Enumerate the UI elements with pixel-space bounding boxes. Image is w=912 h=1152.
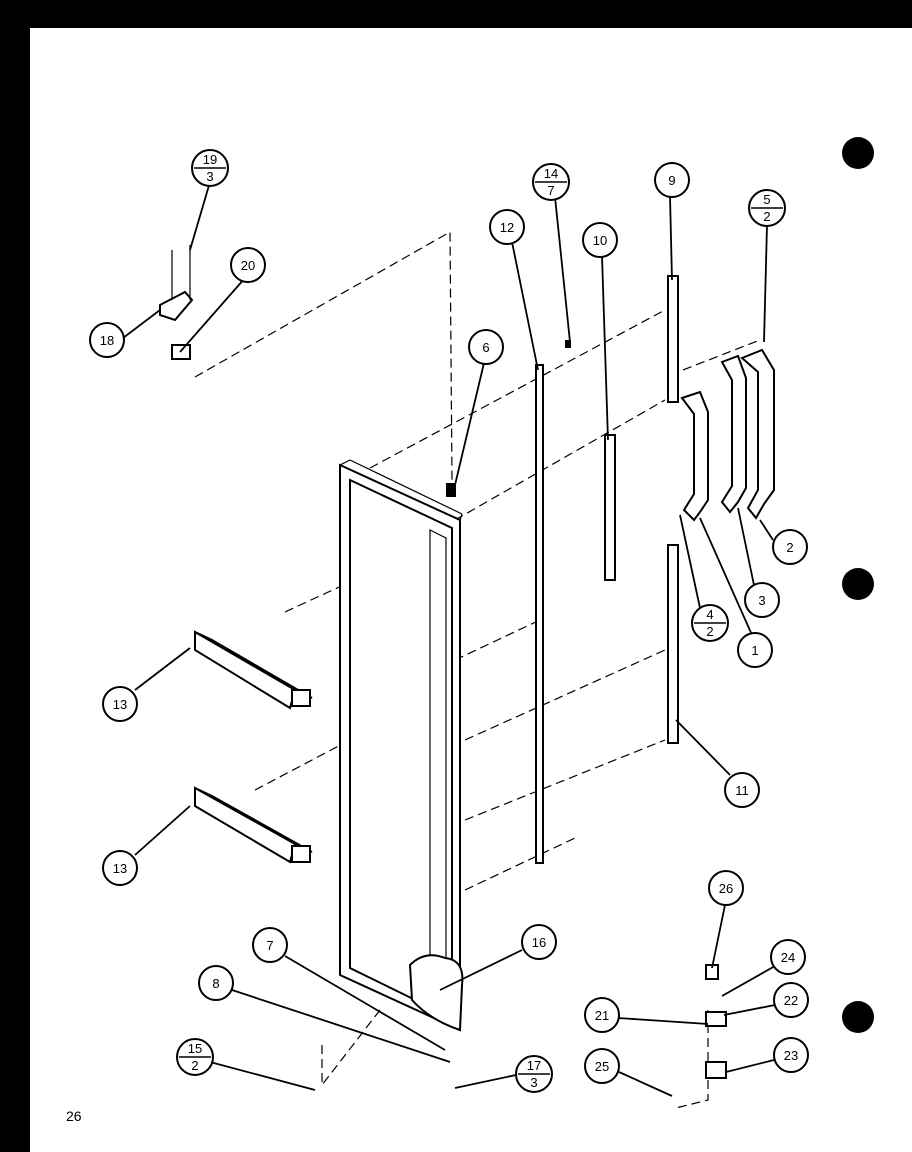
callout-26: 26: [708, 870, 744, 906]
callout-4-2-bottom: 2: [706, 624, 713, 639]
callout-8-label: 8: [212, 976, 219, 991]
gasket-strip: [535, 340, 571, 864]
shelf-upper: [194, 630, 313, 710]
callout-2-label: 2: [786, 540, 793, 555]
callout-21: 21: [584, 997, 620, 1033]
door-handles: [680, 348, 775, 522]
callout-20-label: 20: [241, 258, 255, 273]
callout-12-label: 12: [500, 220, 514, 235]
strip-11: [667, 544, 679, 744]
callout-20: 20: [230, 247, 266, 283]
callout-13-upper-label: 13: [113, 697, 127, 712]
callout-15-2: 15 2: [176, 1038, 214, 1076]
callout-11-label: 11: [735, 783, 749, 798]
strip-9: [667, 275, 679, 403]
assembly-lines: [194, 230, 761, 1109]
callout-3: 3: [744, 582, 780, 618]
callout-5-2: 5 2: [748, 189, 786, 227]
callout-13-lower-label: 13: [113, 861, 127, 876]
callout-9-label: 9: [668, 173, 675, 188]
callout-12: 12: [489, 209, 525, 245]
callout-14-7-bottom: 7: [547, 183, 554, 198]
callout-1: 1: [737, 632, 773, 668]
callout-7: 7: [252, 927, 288, 963]
callout-13-lower: 13: [102, 850, 138, 886]
callout-22-label: 22: [784, 993, 798, 1008]
callout-17-3: 17 3: [515, 1055, 553, 1093]
callout-2: 2: [772, 529, 808, 565]
callout-5-2-top: 5: [763, 192, 770, 207]
callout-17-3-top: 17: [527, 1058, 541, 1073]
leader-lines: [122, 181, 776, 1097]
callout-19-3: 19 3: [191, 149, 229, 187]
callout-18: 18: [89, 322, 125, 358]
callout-24-label: 24: [781, 950, 795, 965]
callout-16: 16: [521, 924, 557, 960]
top-hinge: [159, 245, 194, 360]
callout-23-label: 23: [784, 1048, 798, 1063]
strip-10: [604, 434, 616, 581]
callout-4-2-top: 4: [706, 607, 713, 622]
callout-4-2: 4 2: [691, 604, 729, 642]
callout-18-label: 18: [100, 333, 114, 348]
binder-holes: [842, 137, 874, 1033]
callout-6-label: 6: [482, 340, 489, 355]
callout-10-label: 10: [593, 233, 607, 248]
callout-7-label: 7: [266, 938, 273, 953]
callout-13-upper: 13: [102, 686, 138, 722]
callout-25-label: 25: [595, 1059, 609, 1074]
callout-26-label: 26: [719, 881, 733, 896]
callout-25: 25: [584, 1048, 620, 1084]
callout-16-label: 16: [532, 935, 546, 950]
callout-5-2-bottom: 2: [763, 209, 770, 224]
callout-22: 22: [773, 982, 809, 1018]
door-panel: [339, 459, 464, 1032]
callout-9: 9: [654, 162, 690, 198]
callout-15-2-bottom: 2: [191, 1058, 198, 1073]
bottom-hinge: [705, 964, 727, 1079]
callout-23: 23: [773, 1037, 809, 1073]
callout-17-3-bottom: 3: [530, 1075, 537, 1090]
shelf-lower: [194, 786, 313, 864]
callout-11: 11: [724, 772, 760, 808]
callout-8: 8: [198, 965, 234, 1001]
callout-19-3-top: 19: [203, 152, 217, 167]
page-number: 26: [66, 1108, 82, 1124]
callout-15-2-top: 15: [188, 1041, 202, 1056]
callout-21-label: 21: [595, 1008, 609, 1023]
callout-3-label: 3: [758, 593, 765, 608]
callout-14-7-top: 14: [544, 166, 558, 181]
callout-10: 10: [582, 222, 618, 258]
callout-24: 24: [770, 939, 806, 975]
callout-1-label: 1: [751, 643, 758, 658]
callout-14-7: 14 7: [532, 163, 570, 201]
callout-19-3-bottom: 3: [206, 169, 213, 184]
callout-6: 6: [468, 329, 504, 365]
